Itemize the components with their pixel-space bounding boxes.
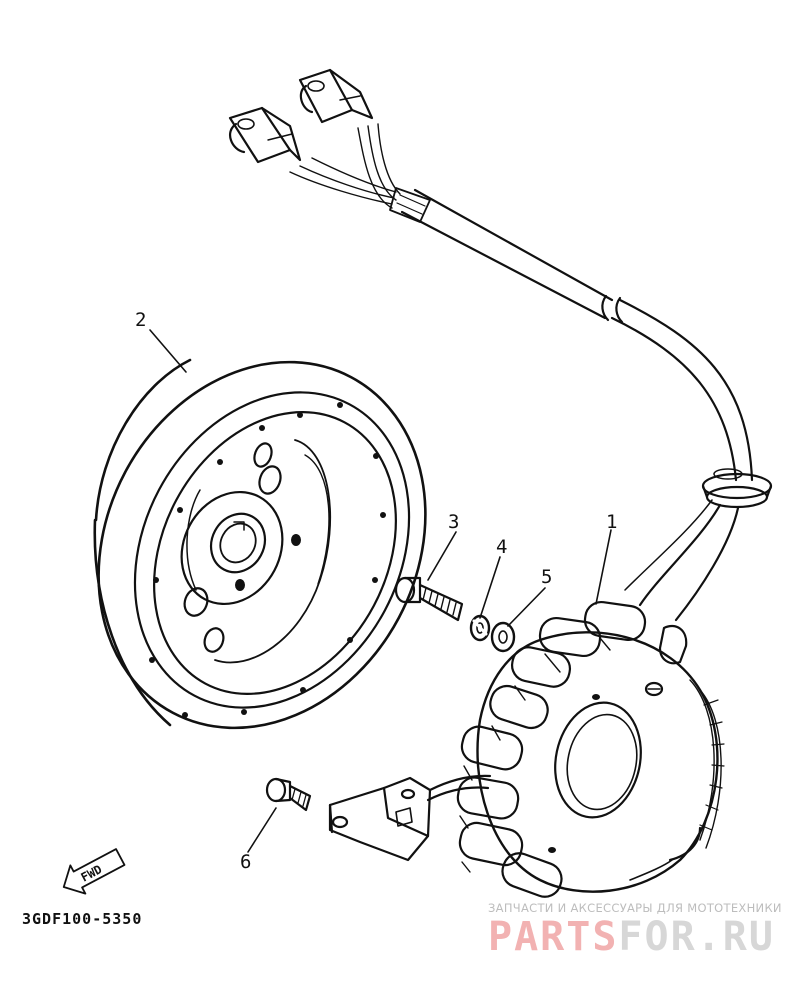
screw-part-6	[265, 777, 312, 812]
watermark-brand-a: PARTS	[488, 914, 619, 960]
diagram-code: 3GDF100-5350	[22, 910, 143, 928]
watermark-brand-b: FOR.RU	[618, 914, 775, 960]
callout-leaders	[149, 329, 612, 853]
callout-5: 5	[541, 566, 552, 588]
plain-washer-part-5	[490, 621, 516, 653]
lock-washer-part-4	[469, 614, 491, 642]
wiring-harness	[228, 68, 773, 622]
callout-3: 3	[448, 511, 459, 533]
stator-coil-part-1	[456, 600, 725, 898]
callout-6: 6	[240, 851, 251, 873]
pickup-coil	[328, 774, 492, 862]
fwd-label: FWD	[79, 862, 105, 885]
callout-2: 2	[135, 309, 146, 331]
watermark-tagline: ЗАПЧАСТИ И АКСЕССУАРЫ ДЛЯ МОТОТЕХНИКИ	[488, 901, 782, 915]
bolt-part-3	[394, 576, 464, 622]
callout-1: 1	[606, 511, 617, 533]
rotor-flywheel	[93, 358, 427, 730]
watermark-brand: PARTSFOR.RU	[488, 914, 775, 960]
fwd-arrow-icon: FWD	[62, 848, 126, 895]
callout-4: 4	[496, 536, 507, 558]
